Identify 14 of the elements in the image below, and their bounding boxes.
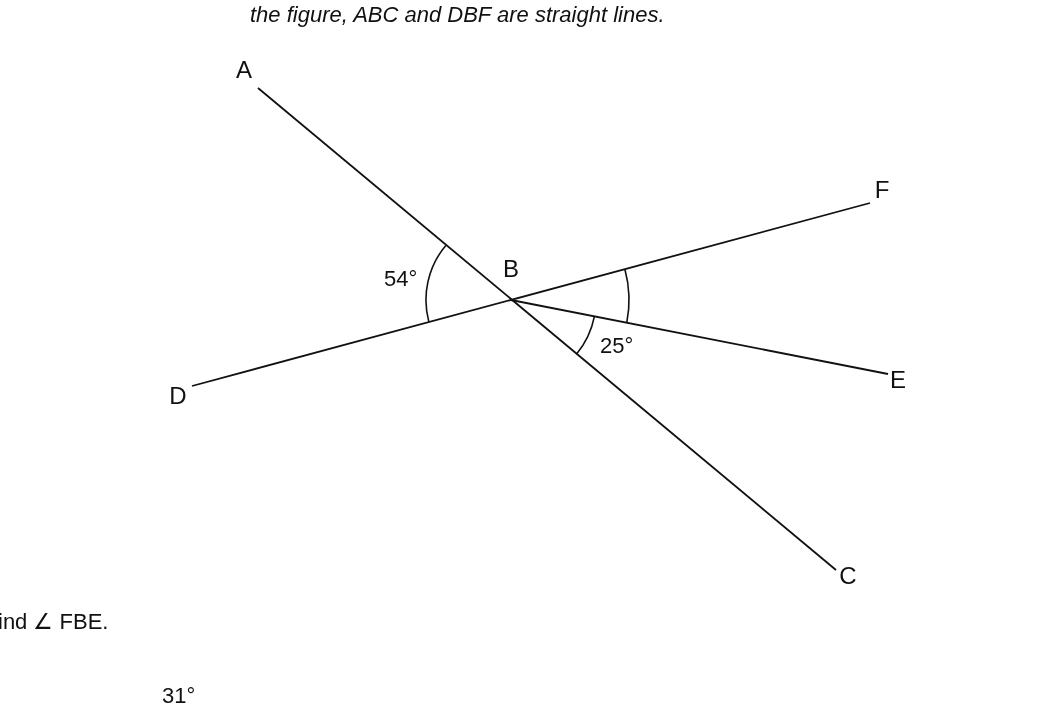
line-segment bbox=[510, 299, 889, 375]
point-label: C bbox=[836, 562, 860, 590]
point-label: D bbox=[166, 382, 190, 410]
angle-label: 54° bbox=[384, 266, 418, 292]
question-text: the figure, ABC and DBF are straight lines. bbox=[250, 2, 665, 28]
answer-option: 31° bbox=[162, 683, 196, 709]
question-text: ind ∠ FBE. bbox=[0, 609, 109, 635]
point-label: B bbox=[503, 256, 519, 282]
angle-label: 25° bbox=[600, 333, 634, 359]
point-label: A bbox=[232, 56, 256, 84]
line-segment bbox=[257, 87, 837, 571]
point-label: F bbox=[870, 176, 894, 204]
line-segment bbox=[191, 202, 871, 387]
point-label: E bbox=[886, 366, 910, 394]
